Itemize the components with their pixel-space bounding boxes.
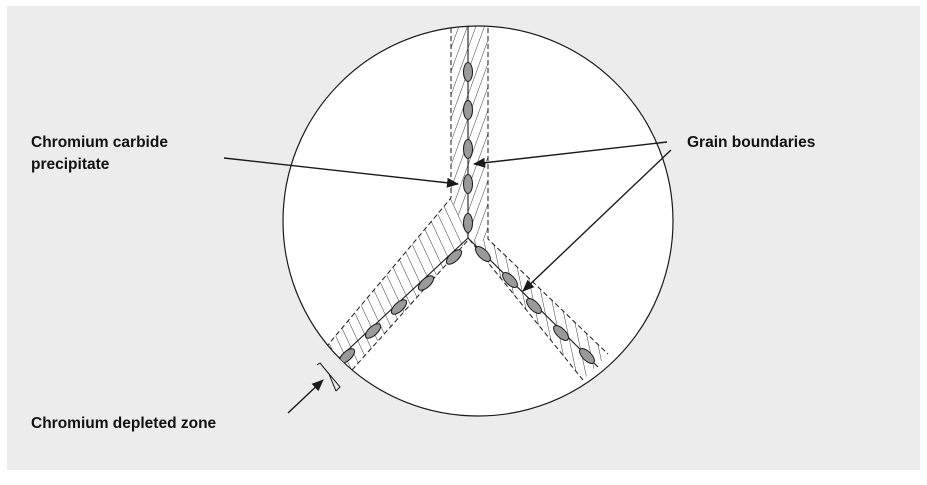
precipitate — [463, 213, 473, 233]
precipitate — [579, 348, 595, 364]
depleted-zone-left — [327, 198, 469, 370]
arrow-to-depleted-zone — [287, 379, 324, 414]
precipitate — [553, 325, 569, 341]
precipitate — [463, 174, 473, 194]
depleted-zone-bracket — [316, 362, 341, 392]
label-line: Chromium carbide — [31, 134, 168, 151]
precipitate — [445, 249, 463, 265]
precipitate — [463, 100, 473, 120]
precipitate — [390, 299, 408, 315]
label-line: precipitate — [31, 156, 110, 173]
precipitate — [463, 62, 473, 82]
precipitate — [526, 298, 542, 314]
depleted-zone-vertical — [451, 26, 488, 239]
precipitate — [475, 246, 491, 262]
depleted-zone-edges — [326, 26, 609, 381]
label-grain-boundaries: Grain boundaries — [687, 134, 816, 151]
arrow-to-vertical-boundary — [473, 141, 668, 168]
precipitates — [338, 62, 595, 364]
arrow-to-right-boundary — [522, 149, 672, 292]
arrow-to-precipitate — [223, 157, 459, 188]
precipitate — [502, 272, 518, 288]
precipitate — [463, 139, 473, 159]
precipitate — [417, 275, 435, 291]
precipitate — [364, 323, 382, 339]
pointer-arrows — [223, 141, 672, 414]
label-chromium-depleted-zone: Chromium depleted zone — [31, 415, 217, 432]
label-chromium-carbide-precipitate: Chromium carbide precipitate — [31, 132, 168, 176]
